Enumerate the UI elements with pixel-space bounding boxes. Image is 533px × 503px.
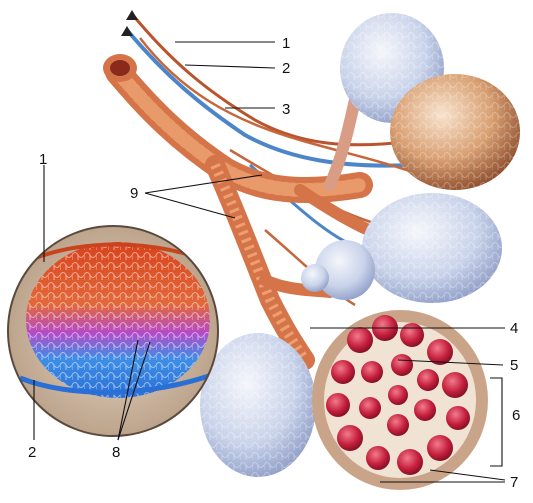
vessel-arrow-icon [121,26,133,36]
alveolar-sac-brown [390,74,520,190]
label-inset-2: 2 [28,444,36,461]
label-3: 3 [282,101,290,118]
vessel-arrow-icon [126,10,138,20]
label-2: 2 [282,60,290,77]
alveolar-sac-bottom-left [200,333,316,477]
alveolar-sac-sectioned [312,310,488,490]
capillary-inset [8,226,220,436]
label-8: 8 [112,444,120,461]
label-5: 5 [510,357,518,374]
label-9: 9 [130,185,138,202]
label-6: 6 [512,407,520,424]
label-7: 7 [510,474,518,491]
label-1: 1 [282,35,290,52]
label-4: 4 [510,320,518,337]
alveolar-sac-middle [362,193,502,303]
alveolar-sac-small [301,240,375,300]
label-inset-1: 1 [39,151,47,168]
